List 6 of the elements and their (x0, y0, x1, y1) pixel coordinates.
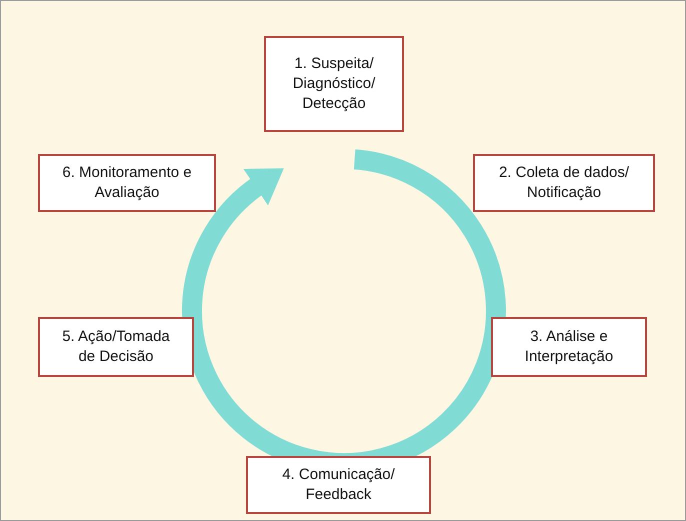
step-box: 1. Suspeita/ Diagnóstico/ Detecção (264, 36, 404, 132)
step-box: 3. Análise e Interpretação (491, 317, 647, 377)
step-box: 5. Ação/Tomada de Decisão (38, 317, 194, 377)
step-box: 2. Coleta de dados/ Notificação (473, 154, 655, 212)
step-box: 6. Monitoramento e Avaliação (38, 154, 216, 212)
step-box: 4. Comunicação/ Feedback (246, 456, 431, 514)
